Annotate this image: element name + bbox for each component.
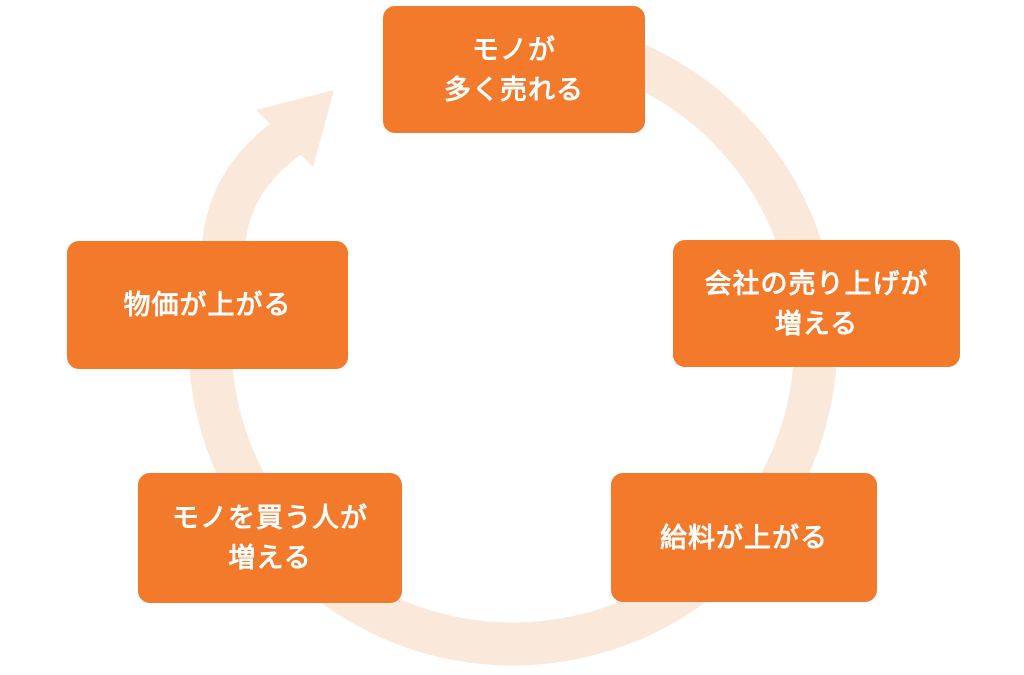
node-label-line: 多く売れる (444, 74, 584, 105)
node-label-line: モノが (472, 34, 556, 65)
node-goods-sell-well: モノが 多く売れる (383, 6, 645, 133)
node-buyers-increase: モノを買う人が 増える (138, 473, 402, 603)
node-label-line: 会社の売り上げが (704, 268, 929, 299)
node-prices-rise: 物価が上がる (67, 241, 348, 369)
node-label-line: 増える (774, 308, 859, 339)
node-label-line: 物価が上がる (123, 290, 292, 320)
node-salary-rises: 給料が上がる (611, 473, 877, 602)
node-label-line: 増える (228, 543, 312, 573)
node-company-sales-increase: 会社の売り上げが 増える (673, 240, 960, 367)
node-label-line: 給料が上がる (660, 522, 828, 553)
cycle-arrow-head (256, 90, 334, 167)
node-label-line: モノを買う人が (172, 503, 368, 533)
